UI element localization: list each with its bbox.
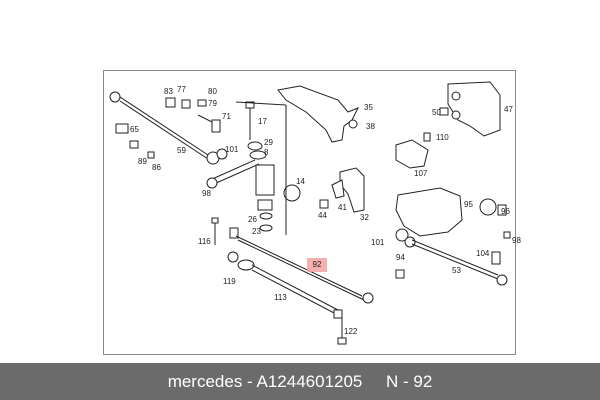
label-86: 86: [152, 163, 161, 172]
label-79: 79: [208, 99, 217, 108]
label-92-highlighted: 92: [312, 260, 322, 269]
highlight-marker: [307, 258, 327, 272]
label-17: 17: [258, 117, 267, 126]
right-tie-rod: [395, 228, 508, 286]
label-122: 122: [344, 327, 358, 336]
label-95: 95: [464, 200, 473, 209]
label-26: 26: [248, 215, 257, 224]
label-44: 44: [318, 211, 327, 220]
label-59: 59: [177, 146, 186, 155]
lower-tie-rod: [227, 251, 347, 345]
label-14: 14: [296, 177, 305, 186]
label-89: 89: [138, 157, 147, 166]
upper-tie-rod: [109, 91, 228, 165]
label-80: 80: [208, 87, 217, 96]
label-23: 23: [252, 227, 261, 236]
part-number: A1244601205: [256, 372, 363, 391]
footer-separator: -: [242, 372, 257, 391]
label-8: 8: [264, 148, 269, 157]
label-113: 113: [274, 293, 287, 302]
brand-name: mercedes: [167, 372, 243, 391]
label-71: 71: [222, 112, 231, 121]
label-107: 107: [414, 169, 428, 178]
label-50: 50: [432, 108, 441, 117]
label-29: 29: [264, 138, 273, 147]
shield-107: [395, 132, 431, 169]
label-119: 119: [223, 277, 236, 286]
label-32: 32: [360, 213, 369, 222]
idler-arm: [206, 101, 301, 235]
label-53: 53: [452, 266, 461, 275]
label-96: 96: [501, 207, 510, 216]
label-77: 77: [177, 85, 186, 94]
label-101-left: 101: [225, 145, 239, 154]
label-104: 104: [476, 249, 490, 258]
bracket-32: [319, 167, 365, 213]
label-35: 35: [364, 103, 373, 112]
label-41: 41: [338, 203, 347, 212]
steering-box: [395, 187, 511, 265]
label-38: 38: [366, 122, 375, 131]
label-98-left: 98: [202, 189, 211, 198]
position-number: N - 92: [386, 372, 433, 391]
footer-gap: [362, 372, 386, 391]
label-94: 94: [396, 253, 405, 262]
label-47: 47: [504, 105, 513, 114]
label-101-right: 101: [371, 238, 385, 247]
bracket-35: [277, 85, 360, 143]
label-110: 110: [436, 133, 449, 142]
label-83: 83: [164, 87, 173, 96]
footer-bar: mercedes - A1244601205 N - 92: [0, 363, 600, 400]
label-116: 116: [198, 237, 211, 246]
label-98-right: 98: [512, 236, 521, 245]
housing-47: [439, 81, 501, 137]
center-drag-link: [211, 217, 374, 304]
label-65: 65: [130, 125, 139, 134]
